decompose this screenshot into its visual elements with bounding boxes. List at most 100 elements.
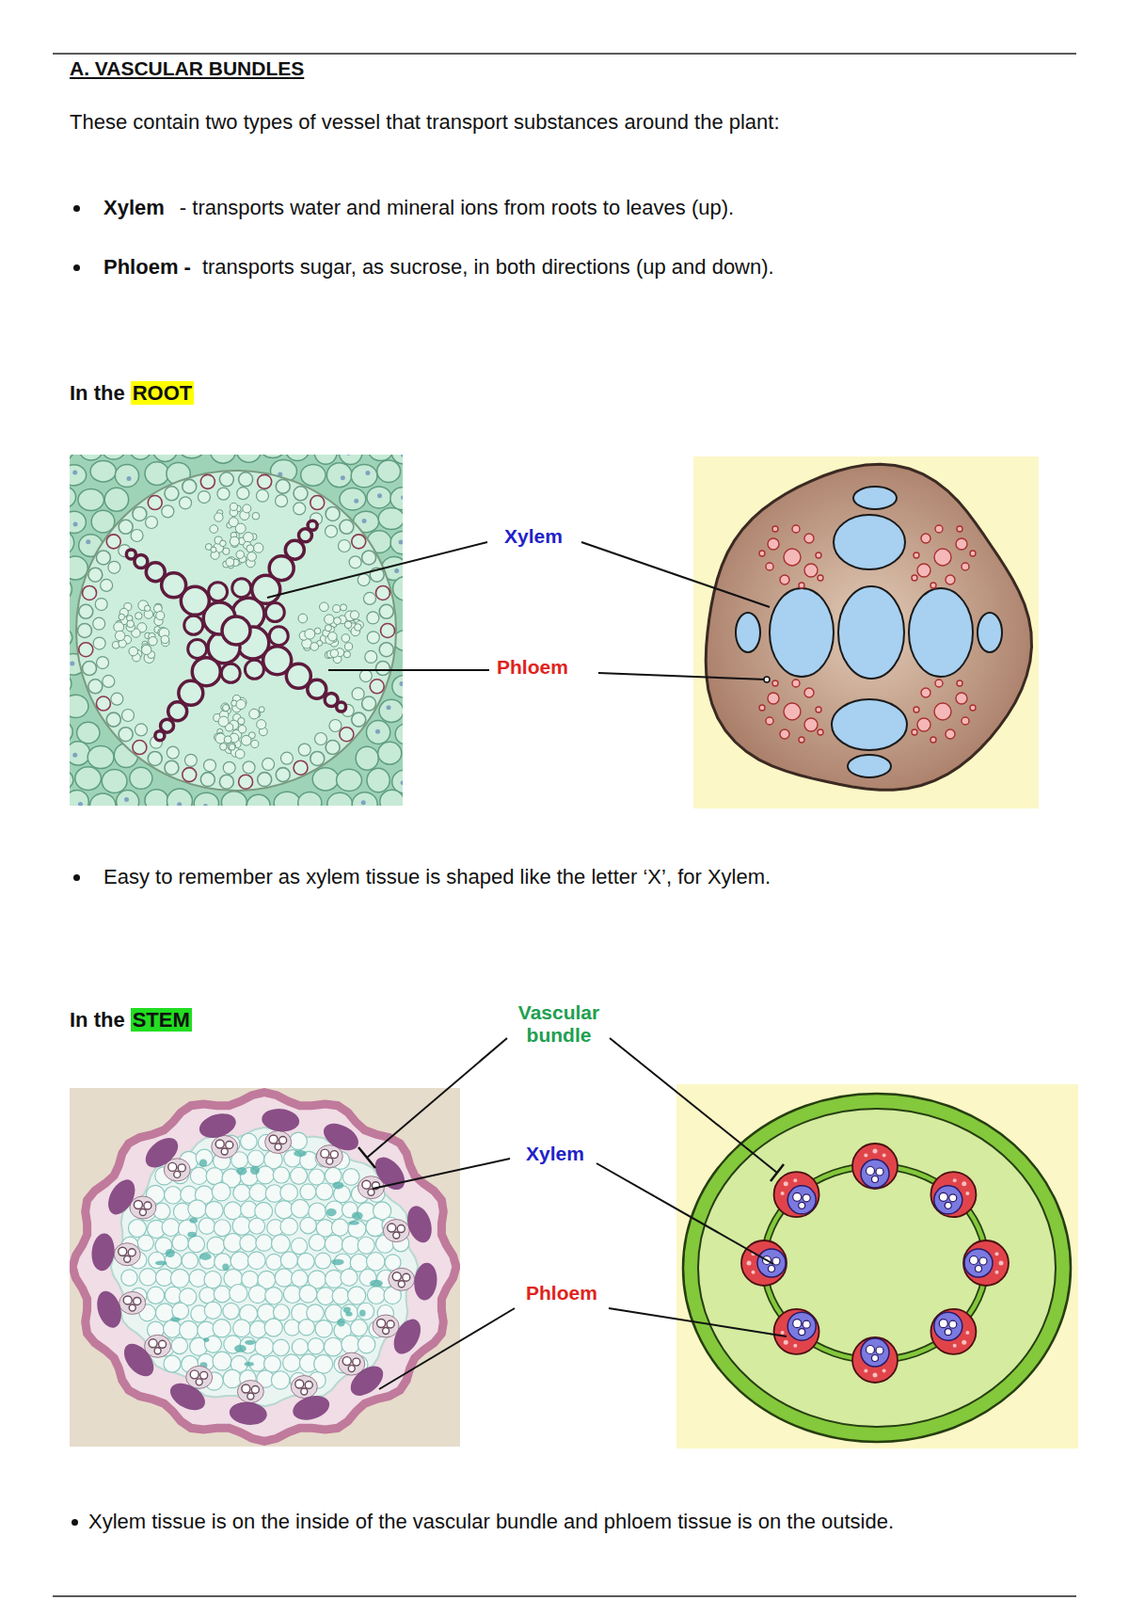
pith-cell [291,1338,308,1355]
pith-cell [274,1268,293,1287]
cortex-cell [339,487,366,510]
cortex-cell [221,791,247,806]
phloem-tube [792,524,800,533]
xylem-vessel [382,1327,390,1335]
pith-cell [272,1338,290,1356]
stain-spot [199,1252,212,1260]
pith-cell [350,1319,368,1336]
pericycle-cell [217,487,230,500]
pith-cell [255,1234,273,1252]
xylem-vessel [133,1199,143,1209]
phloem-tube [863,1153,868,1158]
callout-label: Vascular bundle [498,1001,620,1047]
stain-spot [165,1248,175,1257]
pericycle-cell [108,560,121,573]
xylem-vessel [190,1369,199,1379]
stain-spot [343,1306,351,1314]
pith-cell [315,1319,333,1337]
cell-nucleus [346,454,351,456]
pericycle-cell [95,598,108,611]
phloem-tube [772,680,779,686]
xylem-vessel [969,1256,979,1265]
stem-drawing [676,1083,1079,1448]
xylem-vessel [307,520,318,530]
bundle-xylem [964,1248,993,1277]
pericycle-cell [102,674,115,687]
xylem-vessel [377,1319,386,1328]
endodermis-cell [351,534,366,549]
cortex-cell [69,576,72,601]
cortex-cell [69,454,75,461]
cortex-cell [129,766,153,789]
text-line: These contain two types of vessel that t… [69,110,780,135]
phloem-tube [930,736,937,743]
section-title: A. VASCULAR BUNDLES [69,56,304,81]
endodermis-cell [106,534,121,549]
xylem-vessel [944,1328,952,1336]
phloem-tube [913,552,920,558]
leader-line [596,1162,774,1264]
phloem-tube [935,524,943,533]
phloem-cell [229,536,239,546]
pericycle-cell [351,687,365,700]
stain-spot [359,1309,366,1317]
phloem-tube [804,687,814,698]
xylem-vessel [853,486,897,509]
phloem-tube [955,538,968,550]
xylem-vessel [397,1280,405,1288]
phloem-tube [804,717,818,732]
phloem-cell [236,550,245,559]
phloem-cell [229,502,238,510]
cortex-cell [69,769,74,791]
stain-spot [369,1279,383,1288]
leader-line [598,672,767,680]
cell-nucleus [73,522,79,527]
cell-nucleus [394,568,399,573]
endodermis-cell [147,495,162,510]
cortex-cell [366,767,390,793]
endodermis-cell [219,774,234,789]
top-rule [52,52,1077,55]
xylem-vessel [274,1143,282,1150]
xylem-vessel [944,1201,952,1209]
text-line: Phloem -transports sugar, as sucrose, in… [103,254,775,280]
phloem-cell [354,623,363,632]
pith-cell [264,1318,283,1336]
xylem-vessel [397,1224,405,1233]
pith-cell [239,1234,257,1252]
cortex-cell [380,789,403,806]
phloem-tube [921,687,931,698]
pericycle-cell [298,743,311,756]
phloem-tube [780,1330,785,1335]
xylem-vessel [247,1392,255,1400]
cortex-cell [301,463,326,486]
cortex-cell [75,766,102,791]
xylem-vessel [348,1365,355,1372]
xylem-vessel [831,699,907,750]
pericycle-cell [134,723,147,736]
phloem-tube [882,1367,887,1372]
phloem-cell [220,540,227,547]
endodermis-cell [79,604,94,619]
endodermis-cell [325,506,340,521]
bundle-phloem [852,1336,898,1383]
phloem-tube [798,582,805,589]
endodermis-cell [82,661,97,676]
phloem-cell [223,735,232,744]
text-line: Xylem tissue is on the inside of the vas… [88,1509,894,1534]
phloem-cell [349,610,359,620]
pith-cell [205,1200,223,1219]
pericycle-cell [111,692,124,705]
endodermis-cell [362,696,377,711]
pith-cell [298,1319,315,1336]
pericycle-cell [366,611,380,624]
phloem-tube [783,1180,789,1186]
xylem-vessel [793,1192,802,1201]
phloem-cell [242,504,252,513]
phloem-cell [228,743,236,750]
bundle-xylem [265,1129,292,1153]
cell-nucleus [69,660,75,666]
leader-lines [267,541,787,1389]
phloem-cell [143,604,150,611]
drawing-ground [676,1083,1079,1448]
